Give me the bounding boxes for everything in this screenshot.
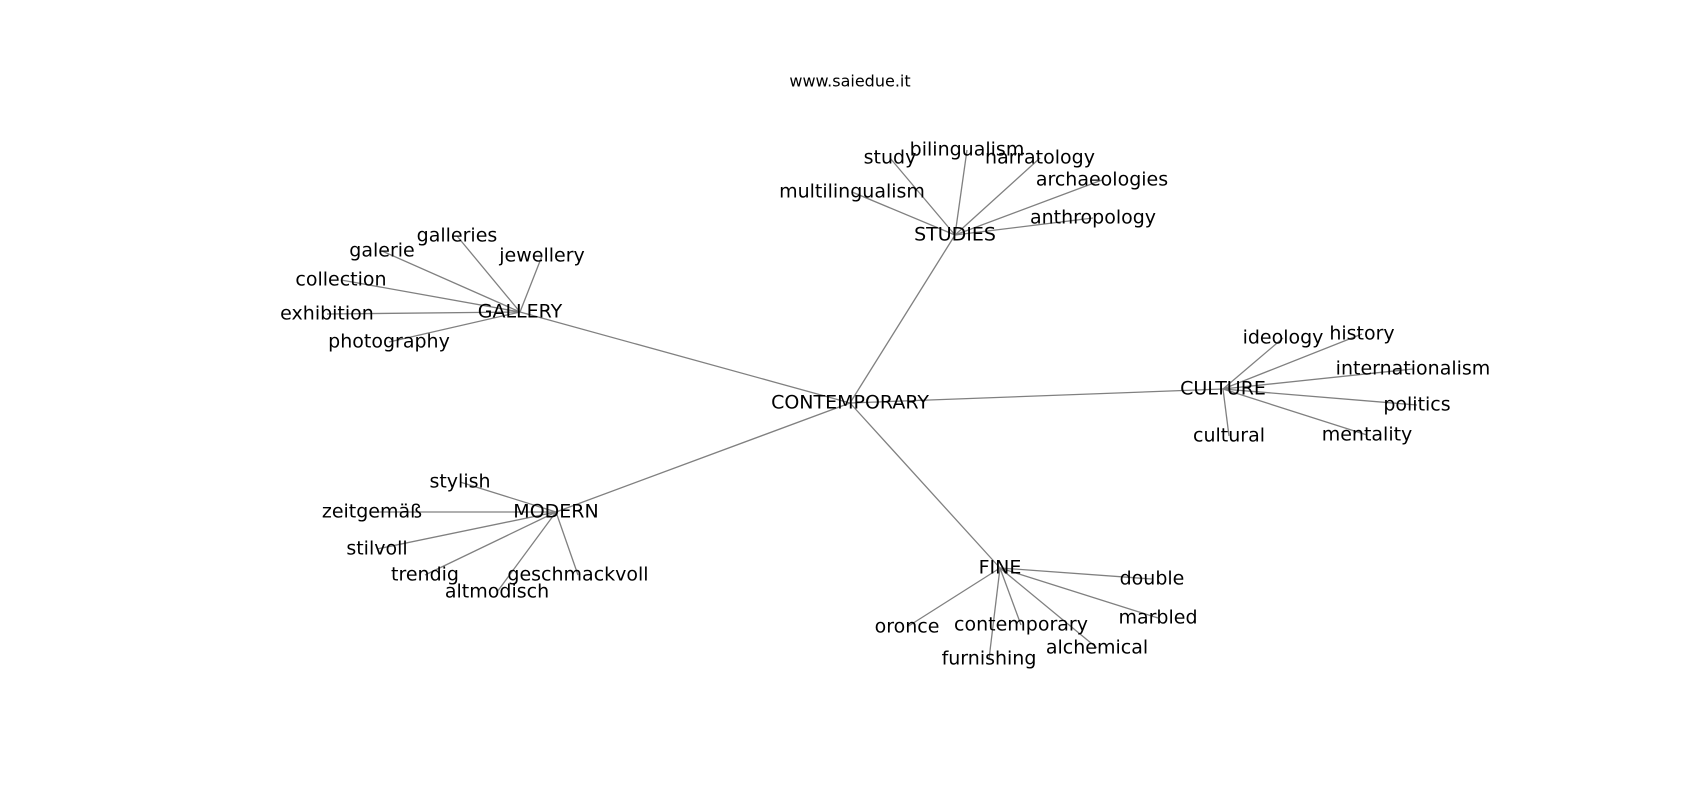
edge-culture-politics xyxy=(1222,388,1418,406)
graph-edges xyxy=(326,149,1418,660)
edge-studies-archaeologies xyxy=(954,179,1103,236)
edge-root-gallery xyxy=(519,311,851,404)
edge-gallery-galerie xyxy=(381,250,521,313)
edge-modern-trendig xyxy=(424,511,557,576)
edge-fine-contemporary xyxy=(999,567,1022,626)
node-leaf-ideology: ideology xyxy=(1243,327,1324,349)
graph-labels: CONTEMPORARY STUDIES studybilingualismnarr… xyxy=(280,139,1490,670)
node-leaf-jewellery: jewellery xyxy=(498,245,585,267)
node-leaf-stilvoll: stilvoll xyxy=(346,538,407,560)
node-leaf-collection: collection xyxy=(295,269,386,291)
edge-fine-alchemical xyxy=(999,567,1098,649)
node-leaf-oronce: oronce xyxy=(875,616,940,638)
edge-root-modern xyxy=(555,402,851,513)
edge-culture-history xyxy=(1222,333,1363,390)
edge-studies-anthropology xyxy=(954,217,1094,236)
edge-modern-geschmackvoll xyxy=(555,511,579,576)
edge-fine-marbled xyxy=(999,567,1159,619)
site-title: www.saiedue.it xyxy=(789,72,910,91)
node-hub-gallery: GALLERY xyxy=(478,301,563,323)
edge-gallery-galleries xyxy=(456,235,521,313)
edge-culture-internationalism xyxy=(1222,368,1414,390)
edge-culture-cultural xyxy=(1222,388,1230,437)
edge-modern-stilvoll xyxy=(376,511,557,550)
edge-root-fine xyxy=(849,402,1001,569)
node-leaf-bilingualism: bilingualism xyxy=(910,139,1025,161)
node-leaf-double: double xyxy=(1120,568,1185,590)
edge-gallery-jewellery xyxy=(519,255,543,313)
node-leaf-contemporary: contemporary xyxy=(954,614,1088,636)
node-leaf-altmodisch: altmodisch xyxy=(445,581,549,603)
edge-fine-double xyxy=(999,567,1153,580)
node-leaf-galerie: galerie xyxy=(349,240,414,262)
node-hub-modern: MODERN xyxy=(513,501,598,523)
edge-culture-mentality xyxy=(1222,388,1368,436)
node-hub-culture: CULTURE xyxy=(1180,378,1266,400)
node-leaf-alchemical: alchemical xyxy=(1046,637,1148,659)
node-leaf-study: study xyxy=(864,147,917,169)
node-leaf-history: history xyxy=(1329,323,1394,345)
node-leaf-galleries: galleries xyxy=(417,225,498,247)
edge-fine-oronce xyxy=(906,567,1001,628)
node-leaf-stylish: stylish xyxy=(429,471,490,493)
edge-modern-stylish xyxy=(459,481,557,513)
edge-root-culture xyxy=(849,388,1224,404)
edge-gallery-collection xyxy=(340,279,521,313)
node-leaf-trendig: trendig xyxy=(391,564,459,586)
node-leaf-multilingualism: multilingualism xyxy=(779,181,925,203)
node-leaf-mentality: mentality xyxy=(1322,424,1413,446)
node-leaf-photography: photography xyxy=(328,331,450,353)
edge-root-studies xyxy=(849,234,956,404)
node-leaf-zeitgema: zeitgemäß xyxy=(322,501,422,523)
node-hub-studies: STUDIES xyxy=(914,224,996,246)
node-leaf-internationalism: internationalism xyxy=(1336,358,1491,380)
node-root: CONTEMPORARY xyxy=(771,392,929,414)
edge-fine-furnishing xyxy=(988,567,1001,660)
edge-studies-multilingualism xyxy=(851,191,956,236)
node-leaf-narratology: narratology xyxy=(985,147,1095,169)
node-leaf-cultural: cultural xyxy=(1193,425,1265,447)
edge-studies-bilingualism xyxy=(954,149,968,236)
node-leaf-politics: politics xyxy=(1383,394,1450,416)
node-leaf-archaeologies: archaeologies xyxy=(1036,169,1168,191)
edge-studies-study xyxy=(889,157,956,236)
node-leaf-furnishing: furnishing xyxy=(942,648,1037,670)
edge-gallery-photography xyxy=(388,311,521,343)
edge-studies-narratology xyxy=(954,157,1041,236)
edge-culture-ideology xyxy=(1222,337,1284,390)
node-hub-fine: FINE xyxy=(979,557,1022,579)
edge-gallery-exhibition xyxy=(326,311,521,315)
node-leaf-anthropology: anthropology xyxy=(1030,207,1156,229)
node-leaf-exhibition: exhibition xyxy=(280,303,374,325)
edge-modern-altmodisch xyxy=(496,511,557,593)
node-leaf-marbled: marbled xyxy=(1118,607,1197,629)
node-leaf-geschmackvoll: geschmackvoll xyxy=(507,564,648,586)
